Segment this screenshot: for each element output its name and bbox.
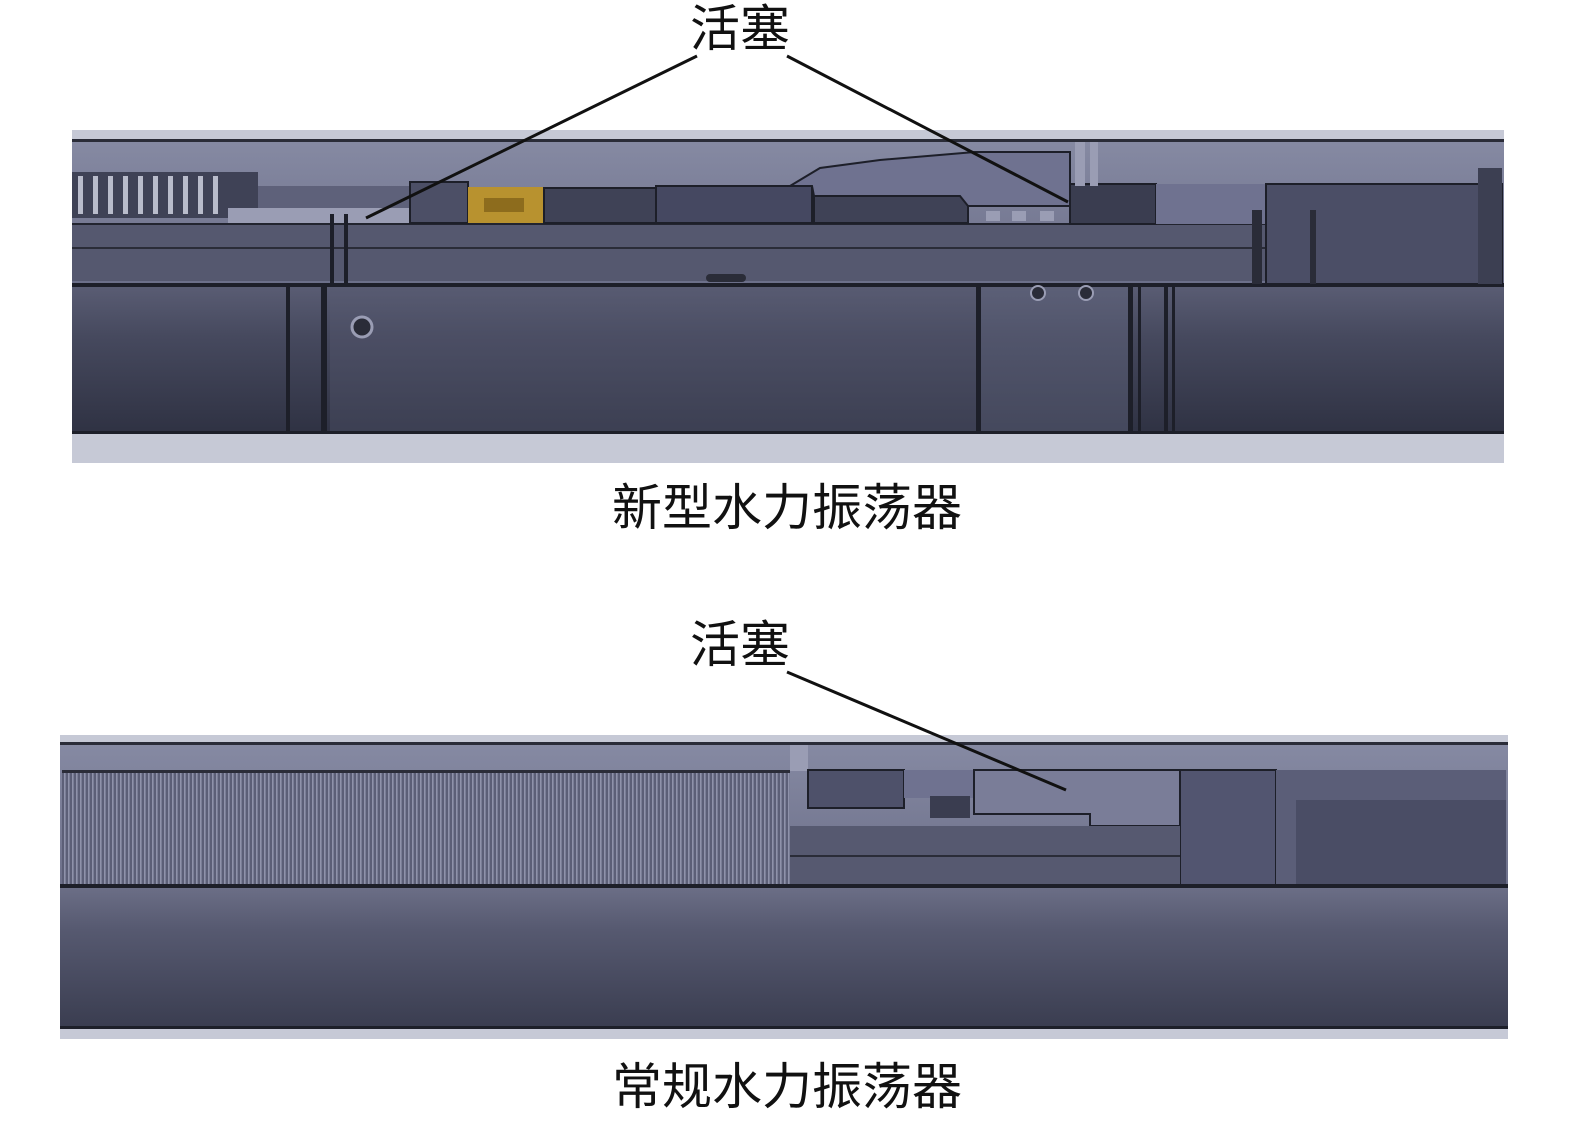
piston-callout-label-bottom: 活塞 bbox=[690, 616, 790, 674]
piston-callout-label-top: 活塞 bbox=[690, 0, 790, 58]
piston-block-right bbox=[1069, 183, 1157, 225]
leader-line-left bbox=[365, 54, 698, 220]
lower-mandrel bbox=[72, 285, 1504, 433]
piston-block bbox=[930, 796, 970, 818]
conventional-oscillator-caption: 常规水力振荡器 bbox=[612, 1058, 962, 1116]
lower-mandrel bbox=[60, 888, 1508, 1028]
new-oscillator-drawing bbox=[72, 130, 1504, 463]
spring-coil bbox=[72, 172, 258, 218]
leader-line bbox=[786, 670, 1067, 792]
new-oscillator-caption: 新型水力振荡器 bbox=[612, 479, 962, 537]
leader-line-right bbox=[786, 54, 1069, 204]
finned-section bbox=[62, 772, 790, 884]
brass-valve-part bbox=[468, 187, 544, 223]
conventional-oscillator-drawing bbox=[60, 735, 1508, 1039]
bottom-piston-leader bbox=[786, 670, 1067, 792]
top-piston-leaders bbox=[365, 54, 1069, 220]
